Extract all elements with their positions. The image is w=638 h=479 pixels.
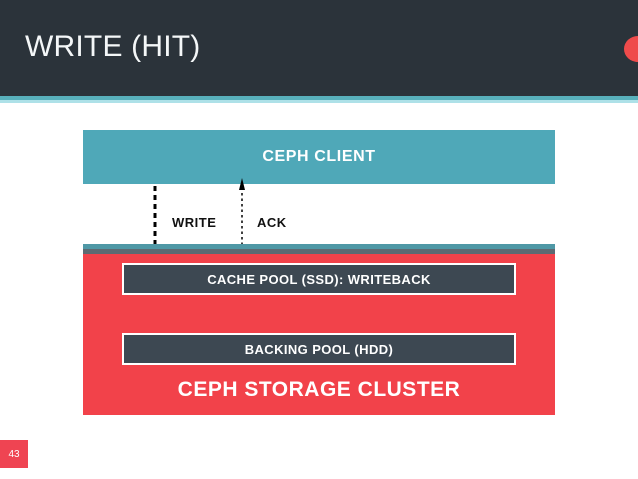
backing-pool-box: BACKING POOL (HDD) — [122, 333, 516, 365]
ceph-client-box: CEPH CLIENT — [83, 130, 555, 184]
header-divider-light-teal — [0, 100, 638, 103]
write-flow-label: WRITE — [172, 215, 217, 230]
page-number: 43 — [8, 448, 20, 460]
cache-pool-label: CACHE POOL (SSD): WRITEBACK — [207, 271, 431, 287]
ceph-storage-cluster-label: CEPH STORAGE CLUSTER — [177, 378, 461, 401]
cluster-top-accent-teal — [83, 244, 555, 249]
left-pointing-triangle-marker-icon — [624, 36, 638, 62]
ack-flow-label: ACK — [257, 215, 287, 230]
slide-header: WRITE (HIT) — [0, 0, 638, 96]
header-divider-teal — [0, 96, 638, 100]
backing-pool-label: BACKING POOL (HDD) — [244, 341, 394, 357]
ceph-storage-cluster-box: CACHE POOL (SSD): WRITEBACK BACKING POOL… — [83, 254, 555, 415]
up-arrow-icon — [239, 178, 245, 190]
ceph-client-label: CEPH CLIENT — [262, 148, 376, 165]
cluster-top-accent-grey — [83, 249, 555, 254]
page-title: WRITE (HIT) — [25, 30, 201, 63]
page-number-badge: 43 — [0, 440, 28, 468]
cache-pool-box: CACHE POOL (SSD): WRITEBACK — [122, 263, 516, 295]
